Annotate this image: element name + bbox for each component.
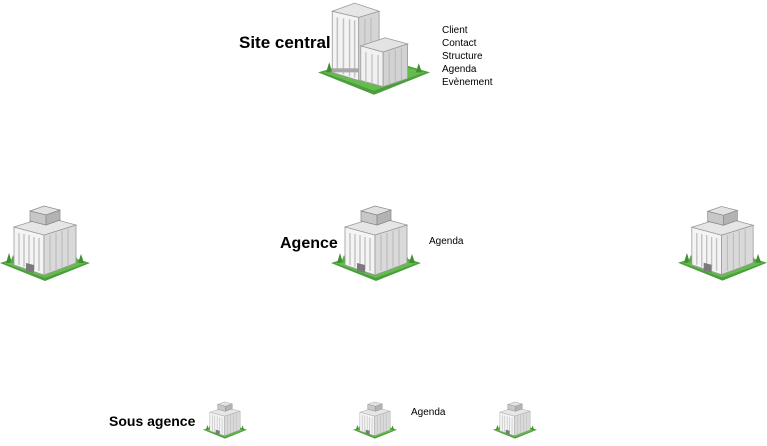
- sous-agence-right-building-icon: [493, 401, 537, 441]
- agence-center-building-icon: [331, 205, 421, 285]
- agence-left-building-icon: [0, 205, 90, 285]
- sous-agence-center-building-icon: [353, 401, 397, 441]
- sous-agence-title: Sous agence: [109, 413, 196, 429]
- note-contact: Contact: [442, 38, 477, 49]
- sous-agence-left-building-icon: [203, 401, 247, 441]
- agence-title: Agence: [280, 235, 338, 252]
- note-evenement: Evènement: [442, 77, 493, 88]
- site-central-building-icon: [318, 0, 430, 104]
- note-client: Client: [442, 25, 468, 36]
- sous-agence-note: Agenda: [411, 407, 446, 418]
- note-agenda: Agenda: [442, 64, 477, 75]
- agence-right-building-icon: [678, 205, 767, 285]
- site-central-notes: Client Contact Structure Agenda Evènemen…: [442, 24, 493, 89]
- note-structure: Structure: [442, 51, 483, 62]
- agence-note: Agenda: [429, 236, 464, 247]
- site-central-title: Site central: [239, 33, 331, 52]
